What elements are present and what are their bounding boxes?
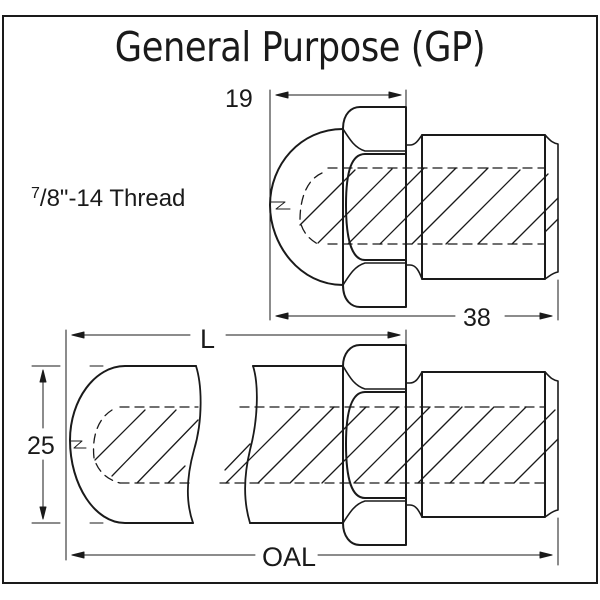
diagram-title: General Purpose (GP) [114,23,486,71]
diagram-frame [2,15,598,584]
dim-overall-length [71,517,559,566]
dim-head-length-label: 19 [225,85,253,113]
dim-head-length [269,89,407,321]
dim-overall-length-label: OAL [262,542,316,572]
dim-length [65,329,407,561]
thread-spec-numerator: 7 [31,185,40,202]
thread-spec-text: /8"-14 Thread [40,185,186,212]
dim-diameter-label: 25 [27,432,55,460]
dim-body-length [275,279,559,321]
dim-diameter [31,365,104,524]
thread-spec-label: 7/8"-14 Thread [31,185,185,212]
top-view-part [269,106,559,308]
bottom-view-part [69,344,559,546]
dim-length-label: L [200,324,215,354]
dim-body-length-label: 38 [463,304,491,332]
